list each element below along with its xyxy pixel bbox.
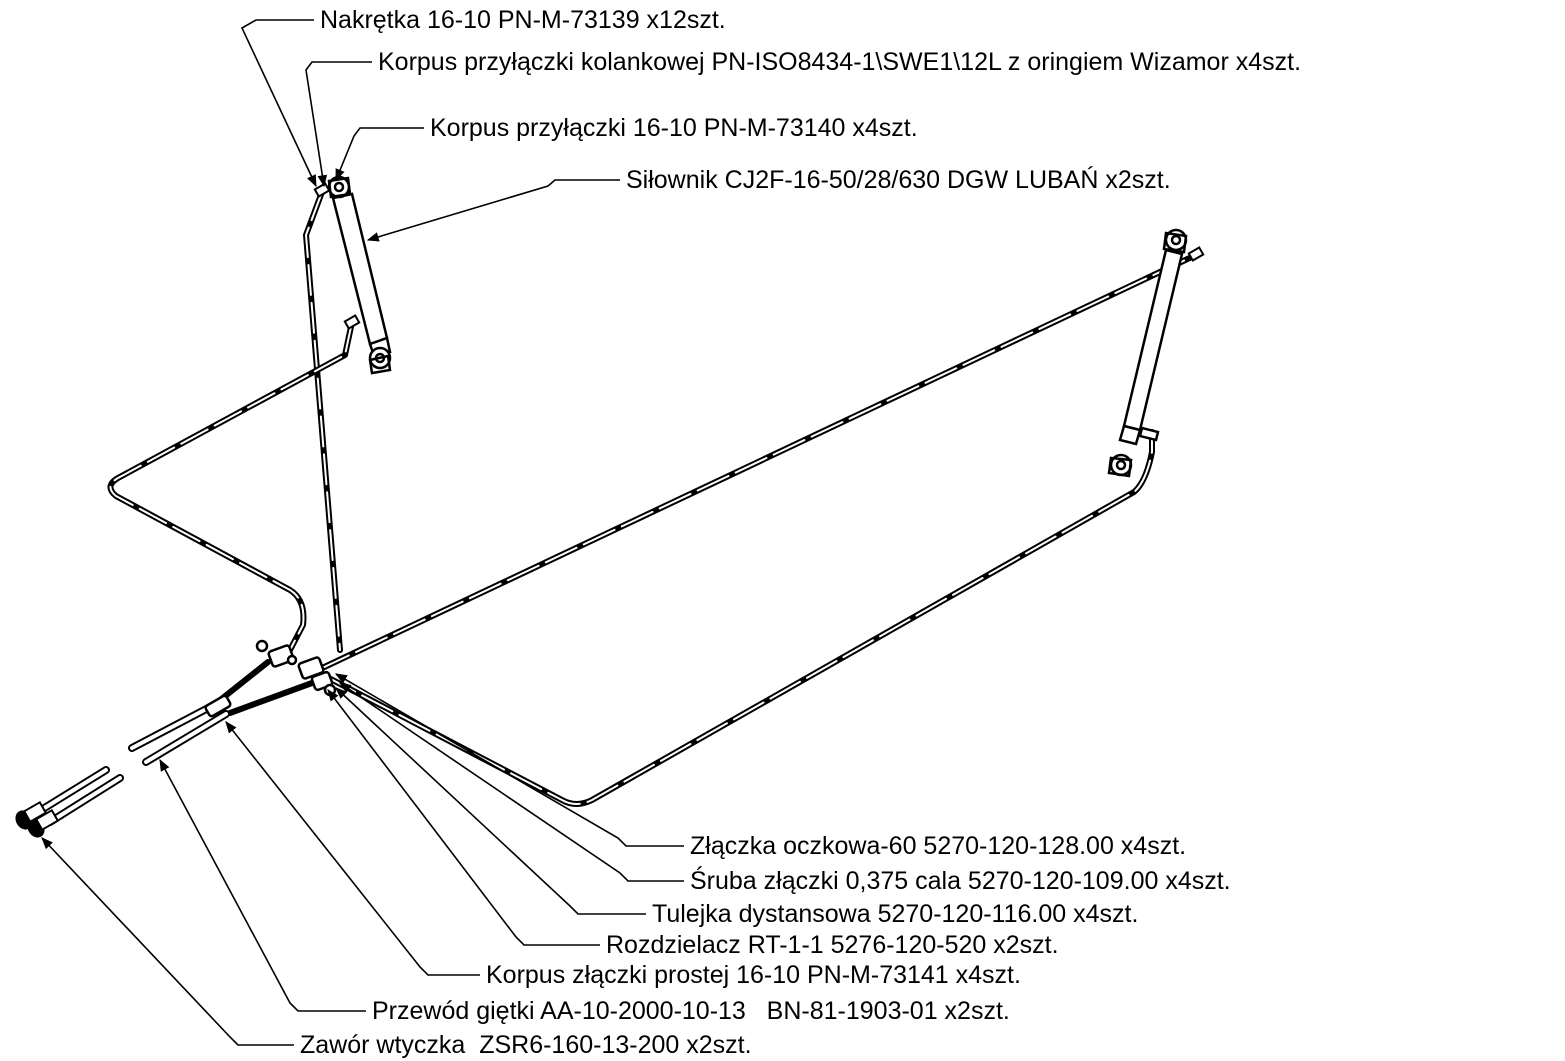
valve-plugs	[15, 800, 60, 838]
leader-zlaczka	[334, 673, 684, 847]
hose-lower	[34, 766, 124, 826]
pipe-long-upper	[315, 251, 1201, 673]
callout-tulejka: Tulejka dystansowa 5270-120-116.00 x4szt…	[652, 900, 1139, 928]
hose-middle	[128, 694, 232, 766]
callout-korpus-prostej: Korpus złączki prostej 16-10 PN-M-73141 …	[486, 961, 1021, 989]
callout-nakretka: Nakrętka 16-10 PN-M-73139 x12szt.	[320, 6, 726, 34]
leader-nakretka	[240, 19, 317, 188]
leader-silownik	[366, 179, 620, 242]
leader-przewod	[159, 758, 366, 1012]
callout-przewod: Przewód giętki AA-10-2000-10-13 BN-81-19…	[372, 997, 1010, 1025]
leader-lines	[41, 19, 684, 1046]
cylinder-right	[1107, 228, 1188, 478]
pipe-long-lower	[322, 429, 1155, 807]
callout-korpus-kolankowej: Korpus przyłączki kolankowej PN-ISO8434-…	[378, 48, 1302, 76]
leader-tulejka	[335, 687, 646, 915]
leader-zawor	[41, 837, 294, 1046]
leader-korpus-przylaczki	[335, 127, 424, 182]
leader-rozdzielacz	[327, 689, 600, 946]
pipe-left-vertical	[303, 189, 343, 653]
callout-korpus-przylaczki: Korpus przyłączki 16-10 PN-M-73140 x4szt…	[430, 114, 918, 142]
leader-sruba	[339, 682, 684, 882]
pipe-left-loop	[107, 319, 355, 653]
callout-zawor: Zawór wtyczka ZSR6-160-13-200 x2szt.	[300, 1031, 752, 1059]
callout-rozdzielacz: Rozdzielacz RT-1-1 5276-120-520 x2szt.	[606, 931, 1059, 959]
leader-korpus-prostej	[225, 721, 480, 976]
fittings-top	[313, 182, 1205, 330]
callout-silownik: Siłownik CJ2F-16-50/28/630 DGW LUBAŃ x2s…	[626, 166, 1171, 194]
callout-zlaczka-oczkowa: Złączka oczkowa-60 5270-120-128.00 x4szt…	[690, 832, 1187, 860]
leader-korpus-kolankowej	[305, 61, 372, 188]
distributor-block	[255, 639, 337, 697]
cylinder-left	[327, 175, 392, 375]
callout-sruba-zlaczki: Śruba złączki 0,375 cala 5270-120-109.00…	[690, 867, 1231, 895]
